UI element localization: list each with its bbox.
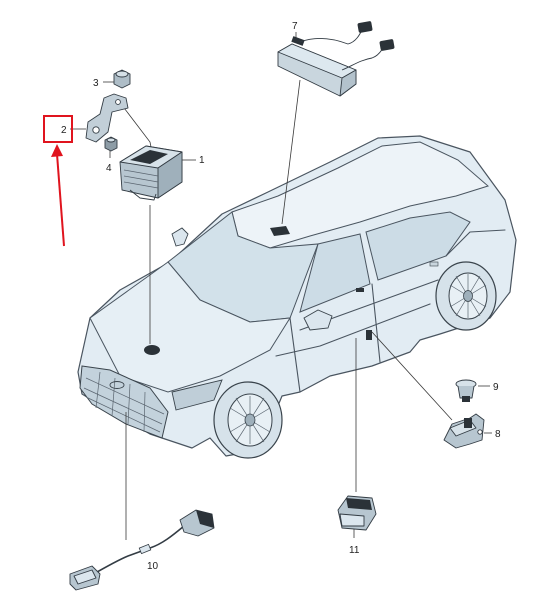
car-grille — [79, 365, 169, 439]
car-illustration — [77, 135, 517, 459]
car-roof — [231, 141, 490, 249]
car-side-window-rear — [365, 211, 471, 281]
callout-7: 7 — [292, 21, 298, 32]
part-2-bracket — [85, 93, 129, 143]
car-hood — [89, 261, 291, 393]
callout-2: 2 — [61, 125, 67, 136]
callout-11: 11 — [349, 545, 360, 556]
car-side-window-front — [299, 233, 371, 313]
part-9-clip — [455, 379, 477, 402]
car-rear-wheel — [435, 261, 497, 331]
highlight-arrow-shaft — [56, 153, 65, 247]
car-side-mirror — [303, 309, 333, 331]
part-4-nut — [104, 136, 118, 152]
part-3-nut — [113, 69, 131, 89]
highlight-arrow-head — [51, 144, 63, 157]
part-11-connector — [337, 495, 377, 531]
highlight-marker — [43, 115, 73, 247]
car-left-mirror — [171, 227, 189, 247]
car-badge — [109, 381, 125, 389]
part-8-sensor — [443, 413, 485, 449]
part-1-sensor — [119, 145, 183, 201]
callout-9: 9 — [493, 382, 499, 393]
part-7-control-unit — [277, 21, 395, 97]
callout-8: 8 — [495, 429, 501, 440]
car-headlight — [171, 379, 223, 411]
car-front-wheel — [213, 381, 283, 459]
highlight-box — [43, 115, 73, 143]
callout-labels: 1 2 3 4 7 8 9 10 11 — [61, 21, 501, 572]
part-10-cable — [69, 509, 215, 591]
callout-10: 10 — [147, 561, 159, 572]
callout-3: 3 — [93, 78, 99, 89]
callout-1: 1 — [199, 155, 205, 166]
callout-4: 4 — [106, 163, 112, 174]
